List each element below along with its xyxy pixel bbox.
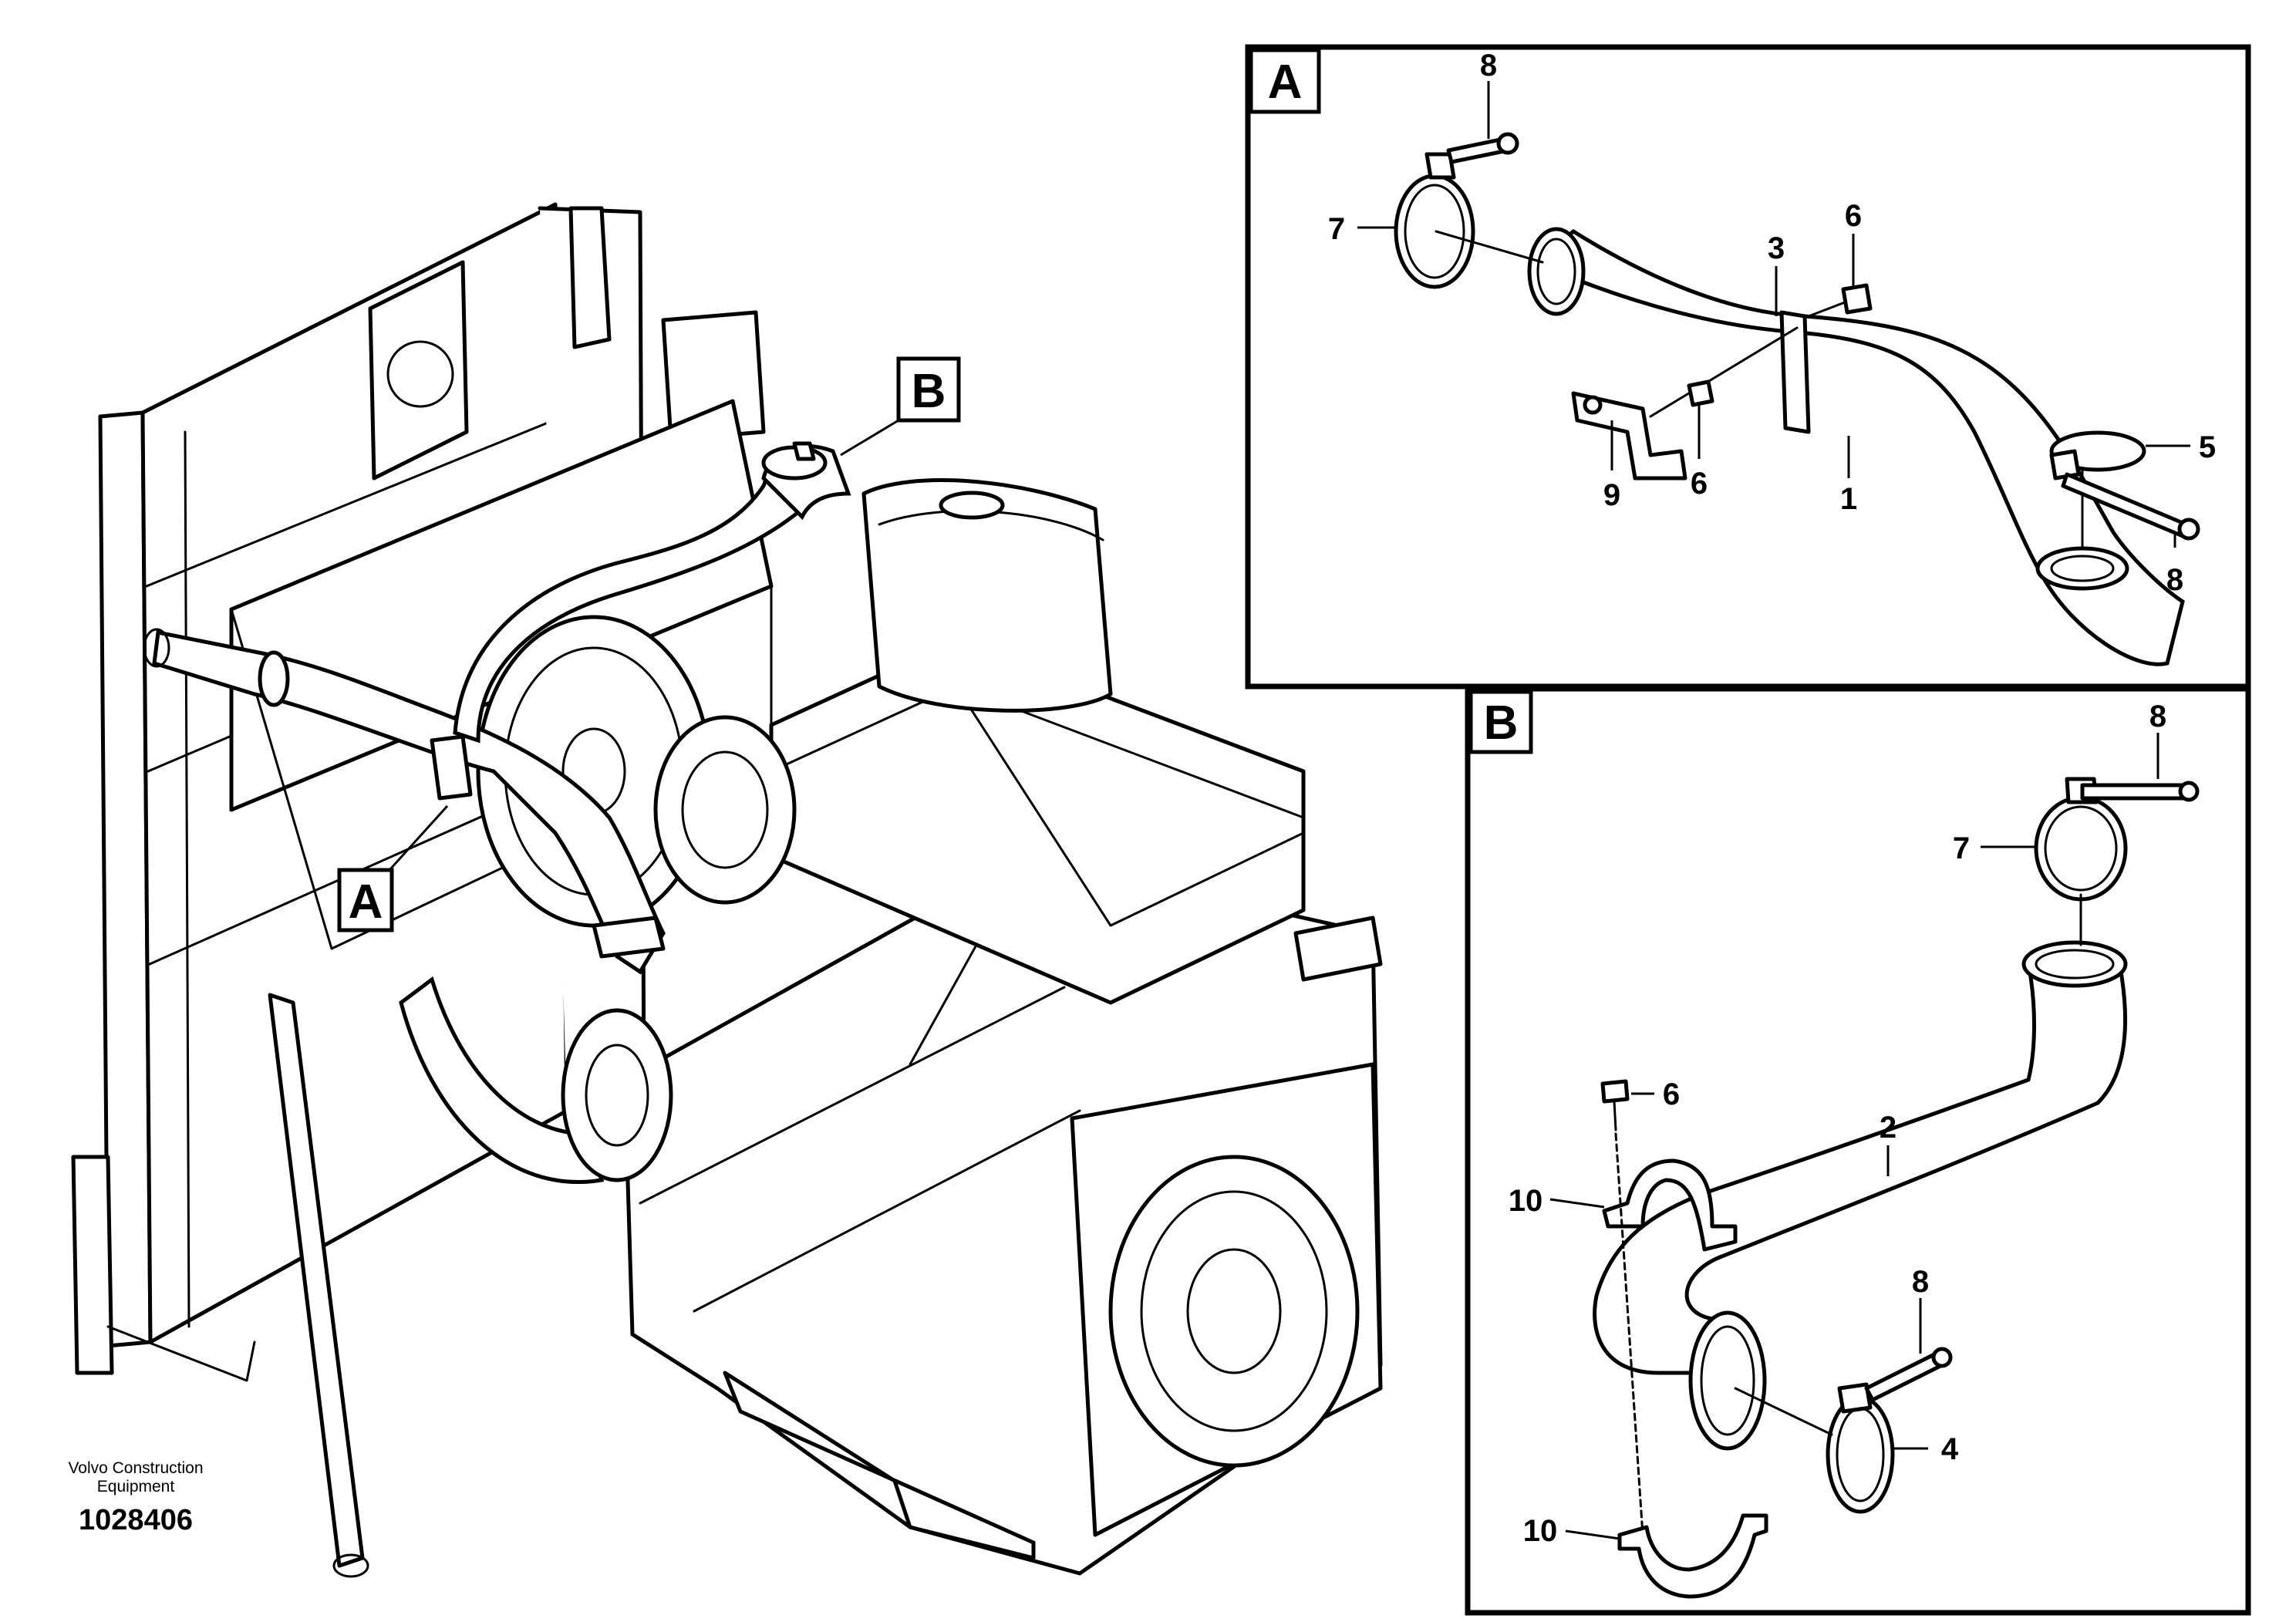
label-a-8-right: 8 (2166, 563, 2183, 597)
saddle-10-top (1602, 1158, 1738, 1252)
clamp-5 (2049, 430, 2146, 549)
label-b-6: 6 (1663, 1077, 1680, 1111)
callout-a-box (337, 868, 394, 932)
callout-b-leader (840, 419, 899, 457)
label-b-10-top: 10 (1509, 1184, 1543, 1218)
nut-6-top (1807, 283, 1873, 318)
callout-a-label: A (349, 875, 383, 929)
label-a-7: 7 (1328, 212, 1345, 246)
label-a-6-bottom: 6 (1691, 467, 1708, 501)
label-a-9: 9 (1603, 478, 1620, 512)
lower-radiator-hose (399, 976, 605, 1185)
detail-b-title-box (1468, 690, 1533, 754)
caption-line1: Volvo Construction (68, 1459, 203, 1477)
bolt-6-b (1600, 1079, 1644, 1536)
label-b-4: 4 (1941, 1432, 1959, 1466)
bolt-8-bottom-b (1864, 1347, 1953, 1402)
label-a-6-top: 6 (1845, 199, 1862, 233)
detail-a-panel: A (1245, 44, 2251, 690)
label-a-1: 1 (1840, 482, 1857, 516)
bolt-8-top (1446, 132, 1519, 164)
saddle-10-bottom (1617, 1513, 1768, 1599)
callout-b-label: B (912, 365, 946, 418)
detail-b-panel: B (1465, 686, 2251, 1616)
label-b-7: 7 (1953, 831, 1970, 865)
charge-air-pipe-a (143, 628, 666, 975)
label-b-2: 2 (1880, 1111, 1896, 1145)
clamp-7-b (2034, 777, 2128, 946)
detail-a-title: A (1268, 56, 1303, 109)
label-a-5: 5 (2199, 430, 2216, 464)
clamp-7-a (1394, 152, 1544, 289)
label-b-8-bottom: 8 (1912, 1265, 1929, 1299)
caption-line2: Equipment (97, 1478, 175, 1496)
bolt-8-top-b (2080, 781, 2200, 802)
callout-a-leader (388, 804, 449, 872)
pipe-2 (1593, 962, 2128, 1375)
engine-overview: A B Volvo Construction Equipment 1028406 (68, 202, 1383, 1578)
callout-a: A (337, 804, 449, 932)
label-b-10-bottom: 10 (1523, 1514, 1558, 1548)
detail-a-title-box (1249, 48, 1321, 114)
bracket-9 (1571, 326, 1799, 481)
drawing-number: 1028406 (79, 1504, 193, 1536)
bolt-8-right (2061, 472, 2200, 541)
label-a-3: 3 (1768, 231, 1785, 265)
nut-6-bottom (1687, 379, 1714, 407)
charge-air-pipe-b (453, 441, 851, 744)
radiator-assembly (71, 202, 774, 1578)
engine-block (561, 478, 1383, 1576)
detail-b-title: B (1484, 696, 1519, 750)
label-a-8-top: 8 (1480, 49, 1497, 83)
clamp-4 (1734, 1382, 1895, 1514)
callout-b-box (896, 356, 961, 423)
label-b-8-top: 8 (2149, 700, 2166, 733)
callout-b: B (840, 356, 961, 457)
